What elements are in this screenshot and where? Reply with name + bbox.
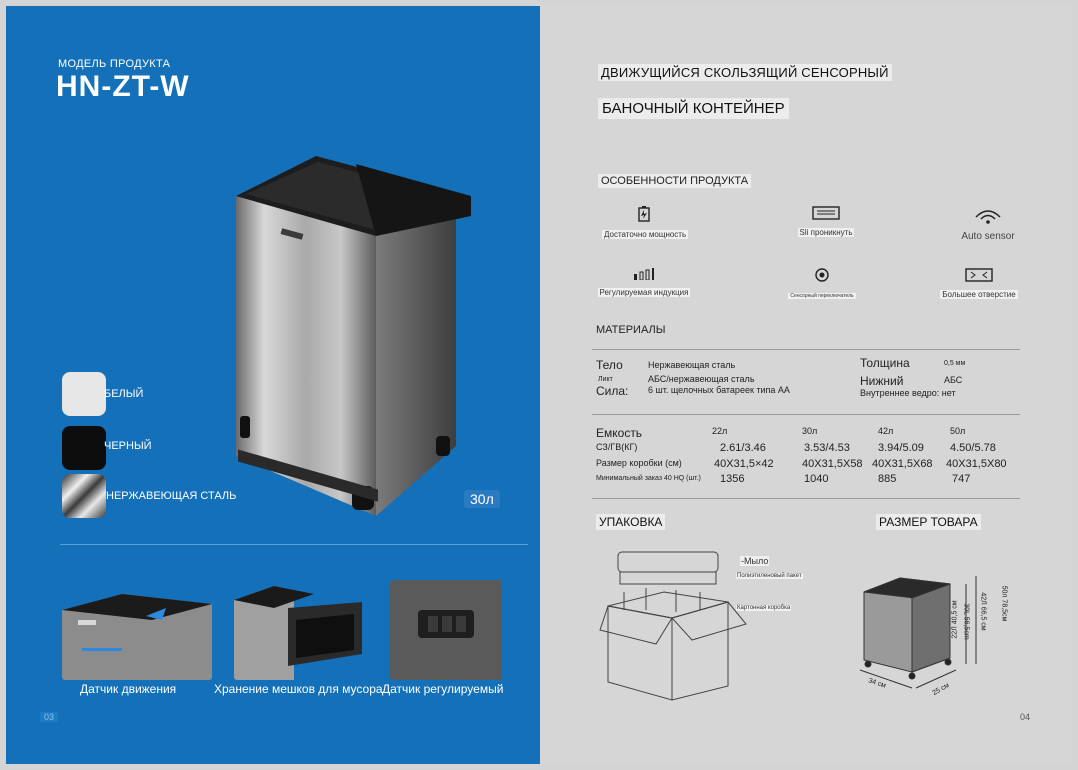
product-image-trash-bin: [236, 156, 471, 516]
feature-adjustable-induction: Регулируемая индукция: [584, 268, 704, 300]
feature-sliding: Sli проникнуть: [778, 206, 874, 240]
left-page: МОДЕЛЬ ПРОДУКТА HN-ZT-W: [6, 6, 540, 764]
title-line-2: БАНОЧНЫЙ КОНТЕЙНЕР: [598, 98, 789, 119]
spec-moq-42: 885: [878, 473, 897, 485]
feature-sliding-label: Sli проникнуть: [797, 228, 855, 237]
body-value: Нержавеющая сталь: [648, 360, 736, 370]
divider: [592, 349, 1020, 350]
color-label-stainless-steel: НЕРЖАВЕЮЩАЯ СТАЛЬ: [106, 490, 237, 502]
color-label-black: ЧЕРНЫЙ: [104, 440, 152, 452]
spec-box-50: 40X31,5X80: [946, 458, 1007, 470]
opening-icon: [965, 268, 993, 282]
capacity-tag: 30л: [464, 490, 500, 508]
feature-battery: Достаточно мощность: [602, 206, 689, 242]
color-swatch-white[interactable]: [62, 372, 106, 416]
caption-bag-storage: Хранение мешков для мусора: [214, 682, 383, 696]
packaging-label-box: Картонная коробка: [736, 605, 792, 611]
spec-weight-50: 4.50/5.78: [950, 442, 996, 454]
feature-auto-sensor-label: Auto sensor: [961, 231, 1015, 242]
spec-capacity-label: Емкость: [596, 426, 643, 440]
spec-weight-22: 2.61/3.46: [720, 442, 766, 454]
wifi-sensor-icon: [975, 210, 1001, 224]
color-swatch-stainless-steel[interactable]: [62, 474, 106, 518]
caption-motion-sensor: Датчик движения: [80, 682, 177, 696]
packaging-label-soap: -Мыло: [740, 556, 770, 566]
bottom-value: АБС: [944, 375, 963, 385]
spec-box-30: 40X31,5X58: [802, 458, 863, 470]
feature-battery-label: Достаточно мощность: [602, 230, 689, 239]
divider: [60, 544, 528, 545]
page-number-right: 04: [1020, 712, 1031, 722]
color-label-white: БЕЛЫЙ: [104, 388, 144, 400]
feature-larger-opening: Большее отверстие: [936, 268, 1022, 302]
signal-bars-icon: [634, 268, 654, 280]
product-size-illustration: [859, 576, 977, 689]
caption-adjustable-sensor: Датчик регулируемый: [382, 682, 504, 696]
feature-sensor-switch: Сенсорный переключатель: [774, 268, 870, 302]
spec-moq-30: 1040: [804, 473, 829, 485]
spec-weight-30: 3.53/4.53: [804, 442, 850, 454]
feature-auto-sensor: Auto sensor: [948, 208, 1028, 244]
spec-moq-22: 1356: [720, 473, 745, 485]
bottom-label: Нижний: [860, 374, 904, 388]
page-number-left: 03: [40, 712, 59, 722]
size-height-22: 22Л 40,5 см: [951, 600, 959, 639]
lid-value: АБС/нержавеющая сталь: [648, 374, 755, 384]
features-heading: ОСОБЕННОСТИ ПРОДУКТА: [598, 174, 752, 188]
spec-weight-42: 3.94/5.09: [878, 442, 924, 454]
body-label: Тело: [596, 358, 623, 372]
materials-heading: МАТЕРИАЛЫ: [596, 324, 666, 336]
lid-label: Ликт: [598, 376, 613, 383]
right-page: ДВИЖУЩИЙСЯ СКОЛЬЗЯЩИЙ СЕНСОРНЫЙ БАНОЧНЫЙ…: [540, 6, 1072, 764]
power-label: Сила:: [596, 384, 629, 398]
spec-weight-label: СЗ/ГВ(КГ): [596, 442, 638, 452]
size-height-30: 30L 56,5cm: [962, 603, 970, 640]
spec-moq-50: 747: [952, 473, 971, 485]
size-height-42: 42Л 66,5 см: [979, 592, 987, 631]
feature-sensor-label: Сенсорный переключатель: [788, 293, 856, 299]
feature-opening-label: Большее отверстие: [940, 290, 1018, 299]
spec-capacity-30: 30л: [802, 426, 818, 436]
model-label: МОДЕЛЬ ПРОДУКТА: [58, 58, 171, 70]
model-name: HN-ZT-W: [56, 70, 190, 103]
packaging-label-bag: Полиэтиленовый пакет: [736, 573, 803, 579]
size-height-50: 50л 78,5см: [1000, 585, 1008, 622]
thumbnail-motion-sensor: [62, 580, 212, 680]
packaging-illustration: [599, 551, 747, 701]
spec-capacity-50: 50л: [950, 426, 966, 436]
sliding-icon: [812, 206, 840, 220]
spec-box-42: 40X31,5X68: [872, 458, 933, 470]
spec-moq-label: Минимальный заказ 40 HQ (шт.): [596, 475, 701, 482]
thickness-value: 0,5 мм: [944, 360, 966, 367]
thumbnail-adjustable-sensor: [390, 580, 502, 680]
spec-capacity-42: 42л: [878, 426, 894, 436]
spec-capacity-22: 22л: [712, 426, 728, 436]
divider: [592, 414, 1020, 415]
battery-icon: [638, 206, 650, 222]
divider: [592, 498, 1020, 499]
thickness-label: Толщина: [860, 356, 910, 370]
thumbnail-bag-storage: [234, 580, 362, 680]
power-value: 6 шт. щелочных батареек типа AA: [648, 385, 790, 395]
target-icon: [815, 268, 829, 282]
title-line-1: ДВИЖУЩИЙСЯ СКОЛЬЗЯЩИЙ СЕНСОРНЫЙ: [598, 64, 892, 81]
packaging-heading: УПАКОВКА: [596, 514, 666, 530]
spec-box-label: Размер коробки (см): [596, 458, 682, 468]
inner-bucket: Внутреннее ведро: нет: [860, 388, 956, 398]
feature-induction-label: Регулируемая индукция: [597, 288, 691, 297]
color-swatch-black[interactable]: [62, 426, 106, 470]
size-heading: РАЗМЕР ТОВАРА: [876, 514, 981, 530]
spec-box-22: 40X31,5×42: [714, 458, 774, 470]
